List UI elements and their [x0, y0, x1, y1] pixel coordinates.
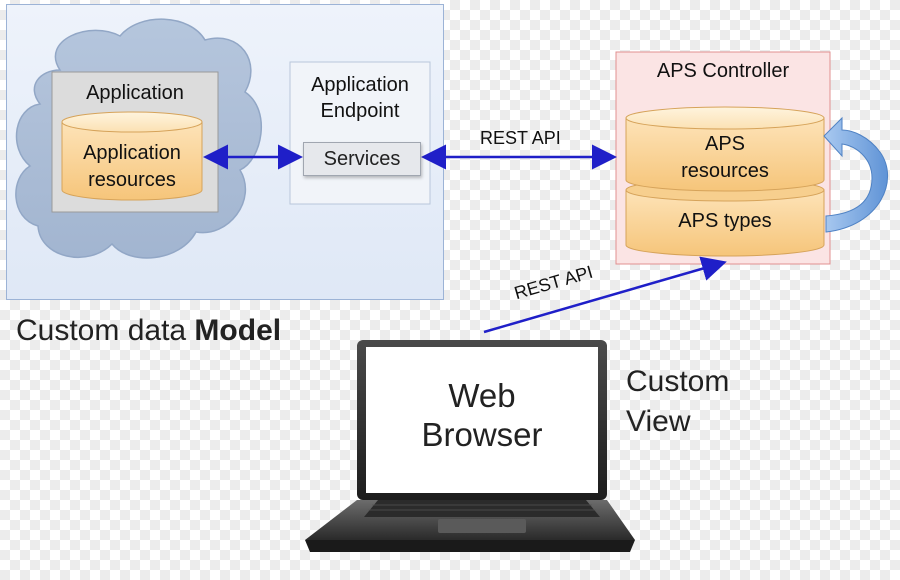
endpoint-title-line-2: Endpoint: [320, 100, 400, 122]
application-resources-line-2: resources: [88, 169, 176, 191]
screen-text-line-2: Browser: [421, 416, 543, 453]
browser-aps-arrow: [483, 256, 727, 334]
application-title: Application: [86, 82, 184, 104]
aps-resources-line-1: APS: [704, 133, 746, 155]
endpoint-title-line-1: Application: [311, 74, 409, 96]
laptop-screen-text: Web Browser: [392, 376, 572, 454]
aps-resources-cylinder: [625, 106, 825, 192]
model-caption-bold: Model: [194, 314, 282, 347]
aps-types-label: APS types: [678, 210, 772, 232]
screen-text-line-1: Web: [448, 377, 516, 414]
aps-resources-line-2: resources: [681, 160, 769, 182]
view-caption-line-2: View: [626, 405, 691, 438]
aps-resources-label: APS resources: [626, 131, 824, 185]
application-resources-cylinder: [61, 111, 203, 201]
aps-controller-title: APS Controller: [656, 60, 790, 82]
application-resources-label: Application resources: [62, 140, 202, 194]
laptop-icon: [305, 340, 635, 552]
model-caption-prefix: Custom data: [16, 314, 195, 347]
view-caption-line-1: Custom: [626, 365, 730, 398]
services-box: Services: [303, 142, 421, 176]
application-resources-line-1: Application: [83, 142, 181, 164]
loop-arrow-icon: [823, 116, 889, 233]
view-caption: Custom View: [626, 362, 729, 442]
model-caption: Custom data Model: [16, 314, 281, 348]
endpoint-title: Application Endpoint: [290, 72, 430, 124]
application-endpoint-box: [289, 61, 431, 205]
rest-api-label-top: REST API: [480, 128, 561, 148]
